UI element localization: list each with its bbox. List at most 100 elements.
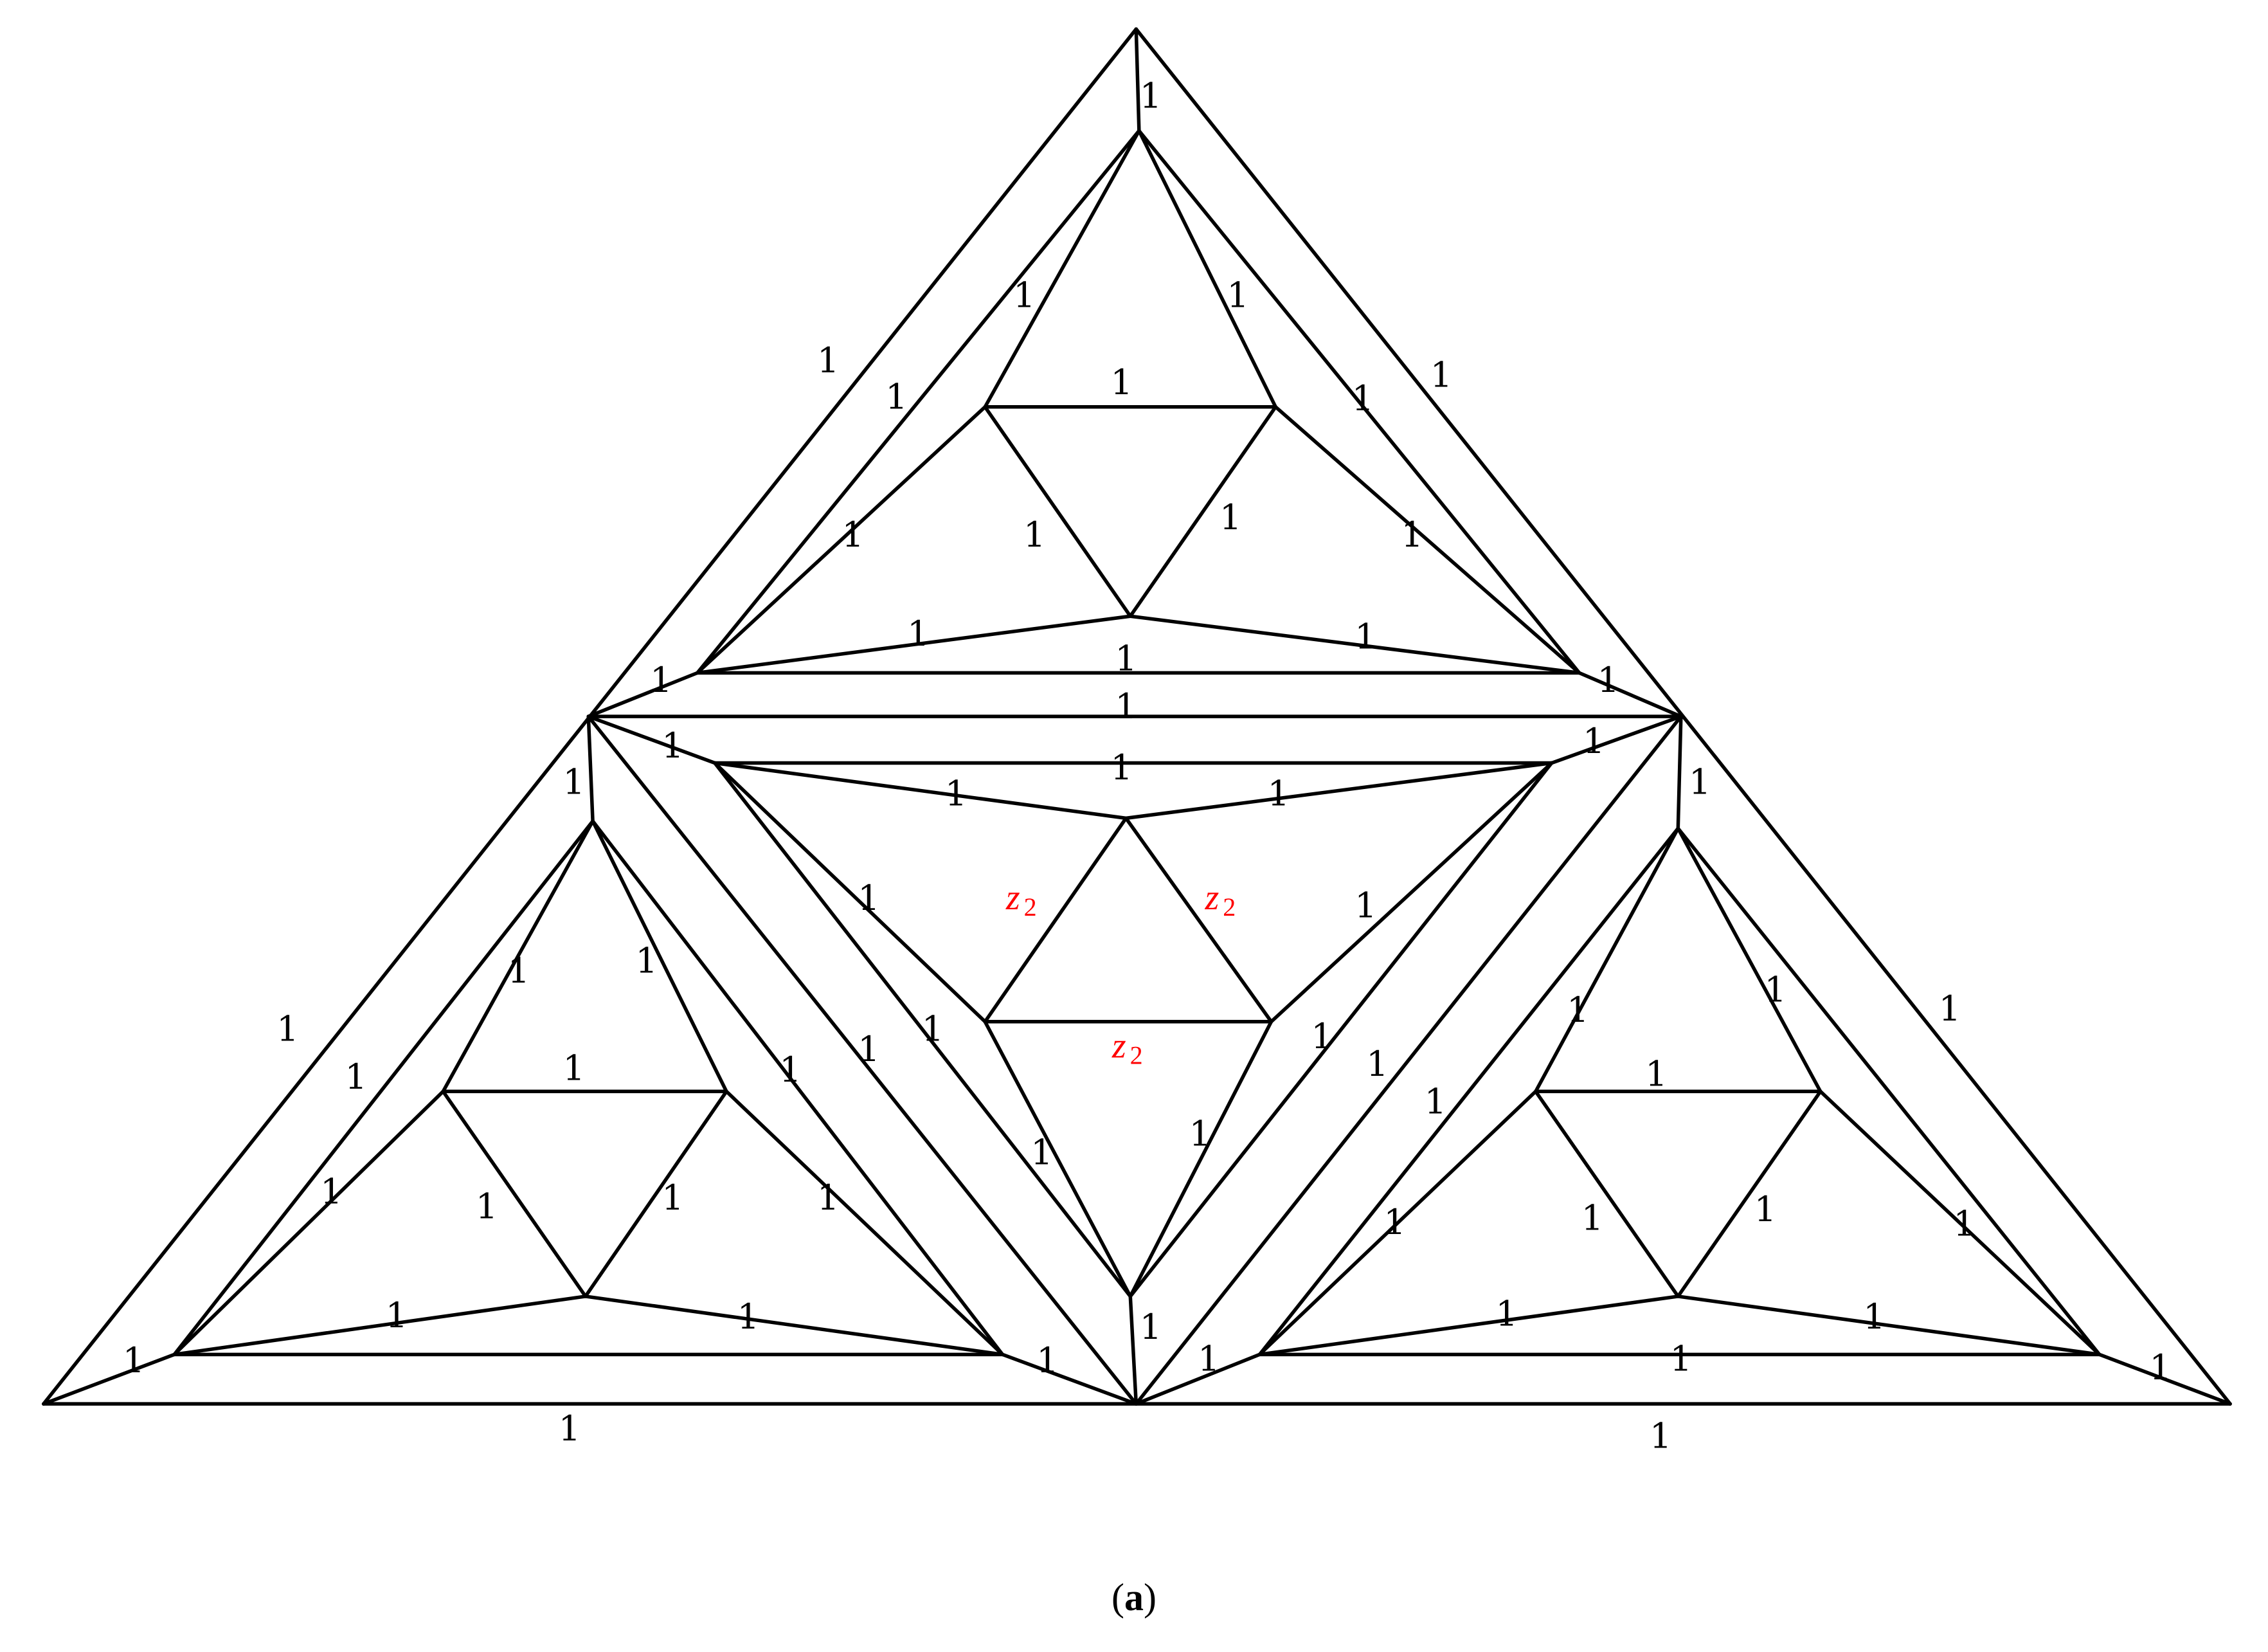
edge-label-31: 1 (320, 1172, 342, 1212)
edge-label-2: 1 (1430, 355, 1452, 395)
edge-label-45: 1 (1311, 1016, 1333, 1057)
edge-line-53 (713, 761, 1133, 1298)
figure-caption: (a) (1112, 1576, 1156, 1619)
edge-label-25: 1 (276, 1009, 298, 1049)
edge-line-54 (1128, 761, 1554, 1298)
edge-label-17: 1 (1115, 686, 1137, 727)
edge-label-0: 1 (1140, 76, 1162, 116)
edge-line-25 (441, 819, 595, 1094)
edge-line-10 (983, 129, 1141, 409)
edge-label-56: 1 (1953, 1203, 1975, 1244)
edge-label-53: 1 (1383, 1202, 1405, 1242)
edge-line-5 (1134, 714, 1683, 1406)
edge-line-64 (586, 714, 717, 765)
edge-line-7 (696, 129, 1141, 675)
edge-label-36: 1 (737, 1296, 759, 1337)
edge-line-60 (713, 761, 987, 1024)
edge-line-51 (1128, 1294, 1138, 1406)
edge-label-3: 1 (1013, 275, 1035, 315)
edge-label-58: 1 (1863, 1296, 1885, 1337)
edge-label-52: 1 (1425, 1082, 1446, 1122)
edge-label-41: 1 (922, 1009, 944, 1049)
network-edges (42, 27, 2232, 1406)
edge-label-23: 1 (945, 773, 967, 813)
edge-label-38: 1 (1036, 1340, 1058, 1381)
edge-label-16: 1 (1598, 660, 1619, 700)
edge-label-40: 1 (858, 878, 879, 918)
edge-label-62: 1 (1198, 1339, 1220, 1379)
edge-line-33 (584, 1294, 1005, 1357)
edge-line-50 (2097, 1352, 2232, 1406)
edge-line-38 (1676, 826, 2102, 1357)
edge-label-50: 1 (1765, 970, 1787, 1010)
edge-line-62 (713, 761, 1128, 821)
edge-label-48: 1 (1939, 988, 1961, 1029)
edge-line-14 (1128, 405, 1278, 618)
edge-line-29 (584, 1089, 728, 1298)
edge-line-47 (1257, 1294, 1680, 1357)
edge-line-11 (1137, 129, 1278, 409)
edge-label-18: 1 (563, 761, 585, 802)
edge-line-28 (441, 1089, 588, 1298)
edge-line-19 (586, 671, 699, 718)
edge-label-4: 1 (1227, 275, 1248, 315)
edge-line-17 (696, 614, 1133, 675)
edge-line-6 (1134, 27, 1141, 133)
edge-label-30: 1 (779, 1049, 801, 1090)
edge-label-35: 1 (386, 1295, 408, 1336)
edge-line-49 (1134, 1352, 1262, 1406)
edge-label-42: 1 (858, 1029, 879, 1069)
edge-label-54: 1 (1581, 1197, 1603, 1238)
edge-label-34: 1 (817, 1177, 839, 1218)
edge-label-57: 1 (1495, 1294, 1517, 1334)
edge-label-12: 1 (907, 613, 929, 654)
edge-line-44 (1676, 1089, 1823, 1298)
edge-label-9: 1 (1023, 514, 1045, 555)
edge-label-63: 1 (1650, 1415, 1671, 1456)
edge-label-13: 1 (1354, 616, 1376, 657)
edge-label-32: 1 (476, 1186, 498, 1226)
edge-line-34 (42, 1352, 176, 1406)
edge-line-21 (586, 714, 595, 823)
edge-line-48 (1676, 1294, 2102, 1357)
edge-line-8 (1137, 129, 1581, 675)
edge-line-56 (983, 816, 1128, 1024)
edge-line-20 (1577, 671, 1683, 718)
edge-line-26 (591, 819, 728, 1094)
edge-line-36 (1676, 714, 1683, 830)
edge-label-15: 1 (650, 660, 672, 700)
edge-label-26: 1 (345, 1057, 367, 1097)
edge-line-18 (1128, 614, 1581, 675)
edge-label-21: 1 (1689, 761, 1711, 802)
edge-line-65 (1549, 714, 1683, 765)
edge-label-24: 1 (1268, 773, 1290, 813)
edge-line-22 (172, 819, 595, 1357)
edge-label-37: 1 (123, 1340, 145, 1381)
edge-label-39: 1 (559, 1408, 580, 1449)
edge-line-4 (586, 714, 1138, 1406)
edge-label-51: 1 (1645, 1054, 1667, 1094)
edge-label-20: 1 (1583, 721, 1605, 761)
edge-line-13 (983, 405, 1133, 618)
edge-label-5: 1 (885, 377, 907, 417)
edge-label-29: 1 (563, 1048, 585, 1089)
edge-line-30 (172, 1089, 446, 1357)
edge-label-49: 1 (1567, 990, 1589, 1030)
edge-labels: 1 1 1 1 1 1 1 1 1 1 1 1 1 1 1 1 1 1 1 1 1 1 1 1 1 1 1 1 1 1 1 1 1 1 1 1 1 1 1 1… (123, 76, 2172, 1457)
edge-label-14: 1 (1115, 638, 1137, 678)
edge-label-33: 1 (662, 1177, 683, 1218)
edge-line-35 (1000, 1352, 1138, 1406)
edge-line-58 (983, 1020, 1133, 1298)
edge-line-31 (724, 1089, 1005, 1357)
edge-label-61: 1 (1140, 1307, 1162, 1347)
edge-label-55: 1 (1754, 1189, 1776, 1230)
edge-label-47: 1 (1366, 1044, 1388, 1084)
edge-line-32 (172, 1294, 588, 1357)
edge-label-46: 1 (1189, 1113, 1211, 1154)
edge-line-43 (1534, 1089, 1680, 1298)
